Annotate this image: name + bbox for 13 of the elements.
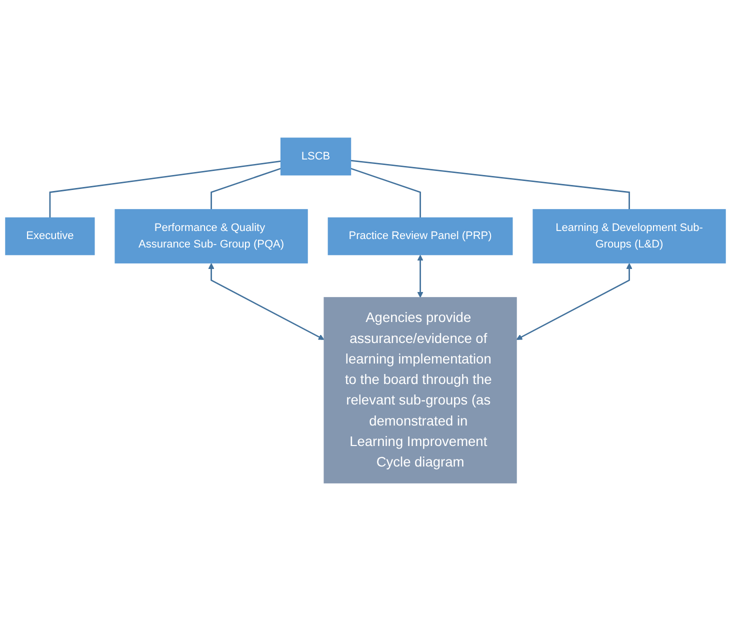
node-box: Learning & Development Sub-Groups (L&D) bbox=[532, 209, 726, 264]
node-box: Executive bbox=[5, 217, 95, 256]
connector bbox=[210, 168, 282, 210]
arrow bbox=[516, 263, 632, 340]
arrow bbox=[417, 254, 424, 298]
connector bbox=[49, 160, 281, 218]
node-box: LSCB bbox=[280, 138, 352, 176]
connector bbox=[350, 168, 421, 218]
node-box: Practice Review Panel (PRP) bbox=[328, 217, 513, 256]
arrow bbox=[208, 263, 324, 340]
connector bbox=[350, 160, 630, 210]
node-box: Agencies provide assurance/evidence of learning implementation to the board through the relevant sub-groups (as demonstrated in Learning Improvement Cycle diagram bbox=[324, 297, 517, 484]
node-box: Performance & Quality Assurance Sub- Group (PQA) bbox=[114, 209, 308, 264]
